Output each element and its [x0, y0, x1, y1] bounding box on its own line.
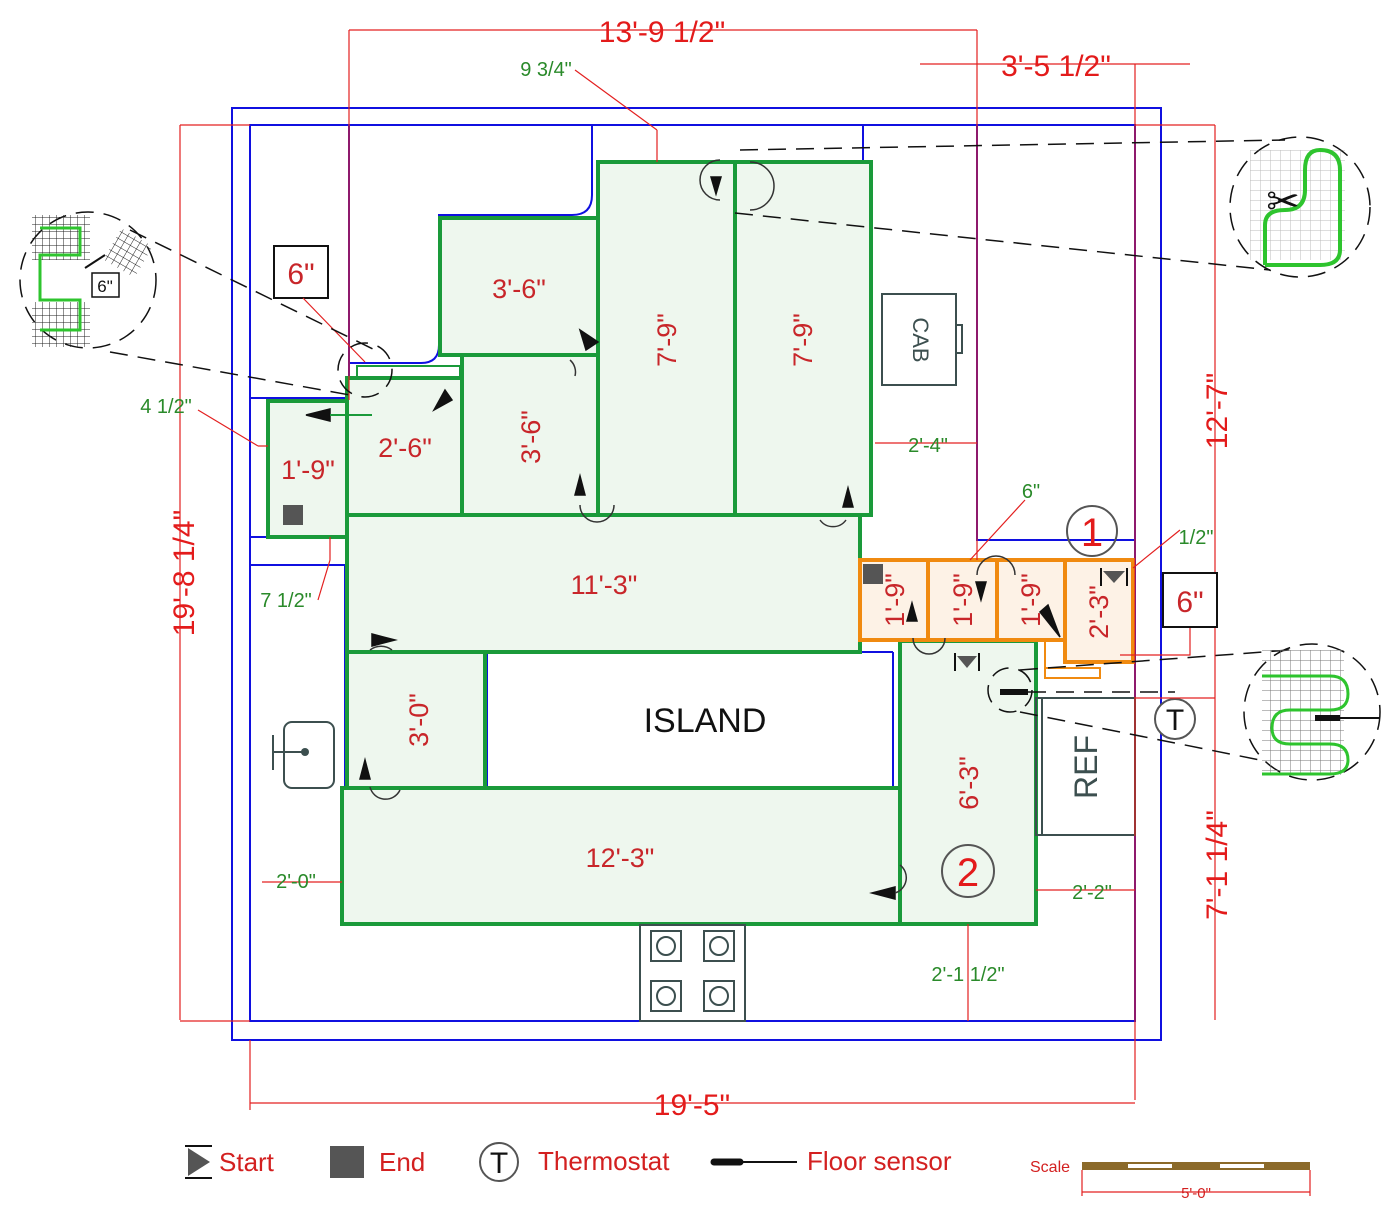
detail-inset-top-right: ✂	[734, 136, 1371, 278]
gap-cab: 2'-4"	[908, 435, 948, 457]
svg-text:End: End	[379, 1147, 425, 1177]
svg-text:6": 6"	[1176, 586, 1203, 619]
gap-top: 9 3/4"	[520, 59, 572, 81]
mat-zone1-2	[926, 558, 999, 642]
mat-main	[345, 513, 862, 654]
svg-text:Floor sensor: Floor sensor	[807, 1146, 952, 1176]
dim-right-upper: 12'-7"	[1201, 373, 1234, 449]
mat-labels: 7'-9" 7'-9" 3'-6" 3'-6" 2'-6" 1'-9" 11'-…	[281, 274, 1114, 873]
direction-arrows	[305, 159, 1061, 900]
label-top1: 7'-9"	[652, 313, 682, 367]
label-upper: 3'-6"	[492, 274, 546, 304]
gap-orange: 6"	[1022, 481, 1040, 503]
svg-text:Thermostat: Thermostat	[538, 1146, 670, 1176]
mat-island-left	[345, 650, 487, 790]
sink-icon	[272, 721, 335, 789]
svg-text:6": 6"	[97, 277, 113, 296]
cut-callout-left: 6"	[273, 245, 366, 363]
dim-bottom-width: 19'-5"	[654, 1089, 730, 1122]
cabinet: CAB	[881, 293, 963, 386]
svg-text:1: 1	[1081, 511, 1103, 555]
detail-inset-left: 6"	[19, 211, 393, 398]
gap-left: 4 1/2"	[140, 396, 192, 418]
svg-text:T: T	[1166, 704, 1184, 737]
svg-text:CAB: CAB	[908, 317, 933, 362]
label-o1: 1'-9"	[880, 573, 910, 627]
label-island-left: 3'-0"	[404, 693, 434, 747]
dim-left-height: 19'-8 1/4"	[168, 510, 201, 636]
label-mid: 3'-6"	[516, 410, 546, 464]
start-marker-icon	[954, 653, 980, 671]
svg-text:6": 6"	[287, 258, 314, 291]
heating-mats	[266, 160, 1135, 926]
mat-left	[266, 399, 349, 539]
gap-stove: 2'-1 1/2"	[931, 964, 1004, 986]
dim-top-width: 13'-9 1/2"	[599, 16, 725, 49]
svg-text:5'-0": 5'-0"	[1181, 1185, 1211, 1202]
detail-inset-right	[987, 643, 1381, 781]
legend: Start End T Thermostat Floor sensor	[185, 1142, 952, 1182]
svg-text:REF: REF	[1068, 735, 1104, 799]
label-o3: 1'-9"	[1016, 573, 1046, 627]
scissors-icon: ✂	[1266, 180, 1300, 224]
cut-callout-right: 6"	[1162, 572, 1218, 628]
legend-end: End	[330, 1146, 425, 1178]
label-small: 2'-6"	[378, 433, 432, 463]
svg-text:Scale: Scale	[1030, 1159, 1070, 1176]
label-top2: 7'-9"	[788, 313, 818, 367]
label-right: 6'-3"	[954, 756, 984, 810]
label-main: 11'-3"	[571, 570, 638, 600]
legend-start: Start	[185, 1145, 275, 1179]
dim-top-right: 3'-5 1/2"	[1001, 50, 1111, 83]
mat-right	[898, 639, 1038, 926]
scale-bar: Scale 5'-0"	[1030, 1159, 1311, 1202]
legend-thermostat: T Thermostat	[479, 1142, 670, 1182]
mat-upper	[438, 216, 600, 357]
end-marker-icon	[283, 505, 303, 525]
svg-text:ISLAND: ISLAND	[644, 702, 767, 740]
zone-1-marker: 1	[1066, 505, 1118, 557]
stove-icon	[639, 924, 746, 1022]
dimensions: 13'-9 1/2" 3'-5 1/2" 19'-8 1/4" 12'-7" 7…	[140, 16, 1234, 1122]
label-o4: 2'-3"	[1084, 585, 1114, 639]
label-left: 1'-9"	[281, 455, 335, 485]
gap-half: 1/2"	[1179, 527, 1214, 549]
gap-sink: 2'-0"	[276, 871, 316, 893]
mat-zone1-4	[1063, 558, 1135, 664]
dim-right-lower: 7'-1 1/4"	[1201, 810, 1234, 920]
mat-top-1	[596, 160, 737, 517]
legend-floor-sensor: Floor sensor	[710, 1146, 952, 1176]
gap-left-low: 7 1/2"	[260, 590, 312, 612]
label-bottom: 12'-3"	[586, 843, 655, 873]
island: ISLAND	[644, 702, 767, 740]
start-marker-icon	[1100, 568, 1128, 586]
svg-text:T: T	[490, 1147, 508, 1180]
refrigerator: REF	[1035, 697, 1136, 836]
zone-2-marker: 2	[941, 844, 995, 898]
svg-text:2: 2	[957, 851, 979, 895]
thermostat-icon: T	[1154, 698, 1196, 740]
end-marker-icon	[863, 564, 883, 584]
mat-bottom	[340, 786, 902, 926]
label-o2: 1'-9"	[948, 573, 978, 627]
svg-text:Start: Start	[219, 1147, 275, 1177]
gap-ref: 2'-2"	[1072, 882, 1112, 904]
